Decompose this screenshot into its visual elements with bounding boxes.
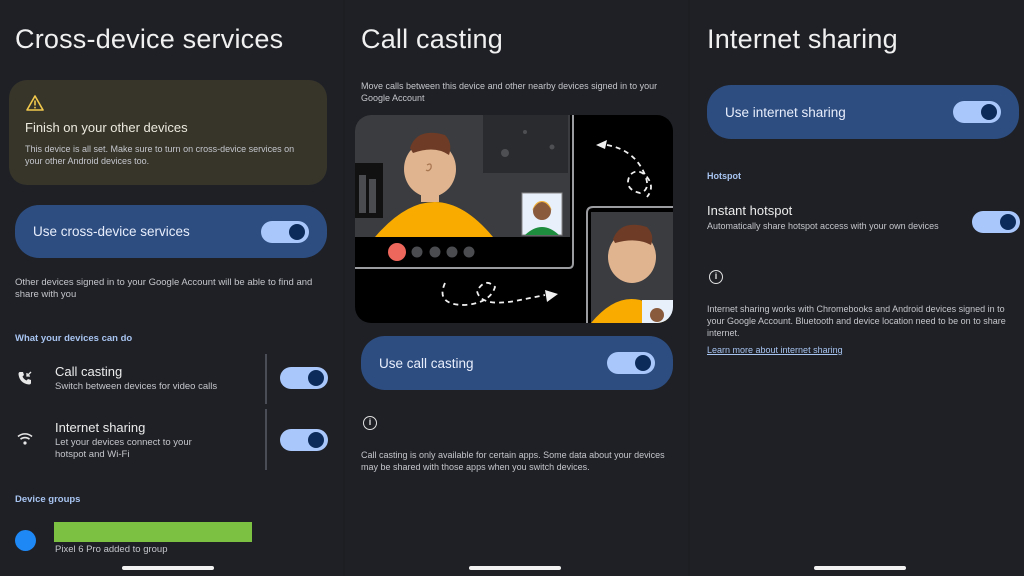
info-icon: i (709, 270, 723, 284)
switch-knob (308, 370, 324, 386)
page-title: Call casting (361, 24, 503, 54)
call-casting-screen: Call casting Move calls between this dev… (345, 0, 688, 576)
device-dot (15, 530, 36, 551)
call-casting-switch[interactable] (607, 352, 655, 374)
page-title: Internet sharing (707, 24, 898, 54)
hotspot-title: Instant hotspot (707, 203, 793, 218)
group-caption: Pixel 6 Pro added to group (55, 544, 168, 555)
warning-icon (26, 95, 44, 111)
info-icon: i (363, 416, 377, 430)
page-title: Cross-device services (15, 24, 284, 54)
warning-card: Finish on your other devices This device… (9, 80, 327, 185)
use-internet-sharing-toggle-card[interactable]: Use internet sharing (707, 85, 1019, 139)
call-casting-description: Move calls between this device and other… (361, 81, 658, 103)
toggle-label: Use cross-device services (33, 224, 190, 239)
switch-knob (981, 104, 997, 120)
feature-subtitle: Switch between devices for video calls (55, 381, 218, 392)
cross-device-services-screen: Cross-device services Finish on your oth… (0, 0, 343, 576)
feature-row-call-casting[interactable]: Call casting Switch between devices for … (0, 355, 343, 403)
cross-device-description: Other devices signed in to your Google A… (15, 277, 313, 300)
switch-knob (635, 355, 651, 371)
feature-title: Call casting (55, 364, 123, 379)
wifi-icon (17, 433, 33, 445)
internet-sharing-switch[interactable] (280, 429, 328, 451)
hotspot-subtitle: Automatically share hotspot access with … (707, 221, 939, 231)
section-label-hotspot: Hotspot (707, 171, 741, 181)
device-group-item[interactable]: Pixel 6 Pro added to group (0, 520, 343, 560)
feature-subtitle: Let your devices connect to your hotspot… (55, 437, 192, 460)
illustration-svg (355, 115, 673, 323)
feature-row-internet-sharing[interactable]: Internet sharing Let your devices connec… (0, 410, 343, 470)
use-call-casting-toggle-card[interactable]: Use call casting (361, 336, 673, 390)
group-name-highlight (54, 522, 252, 542)
switch-knob (289, 223, 305, 240)
call-casting-illustration (355, 115, 673, 323)
learn-more-link[interactable]: Learn more about internet sharing (707, 345, 843, 355)
instant-hotspot-switch[interactable] (972, 211, 1020, 233)
home-indicator[interactable] (814, 566, 906, 570)
home-indicator[interactable] (122, 566, 214, 570)
toggle-label: Use call casting (379, 355, 474, 371)
section-label-capabilities: What your devices can do (15, 333, 133, 344)
call-casting-icon (18, 371, 32, 385)
switch-knob (1000, 214, 1016, 230)
warning-title: Finish on your other devices (25, 120, 188, 135)
warning-body: This device is all set. Make sure to tur… (25, 144, 295, 166)
internet-sharing-switch[interactable] (953, 101, 1001, 123)
divider (265, 354, 267, 404)
cross-device-switch[interactable] (261, 220, 309, 243)
instant-hotspot-row[interactable]: Instant hotspot Automatically share hots… (690, 200, 1024, 248)
call-casting-info-text: Call casting is only available for certa… (361, 450, 665, 472)
switch-knob (308, 432, 324, 448)
feature-title: Internet sharing (55, 420, 146, 435)
section-label-device-groups: Device groups (15, 494, 81, 505)
internet-sharing-screen: Internet sharing Use internet sharing Ho… (690, 0, 1024, 576)
call-casting-switch[interactable] (280, 367, 328, 389)
divider (265, 409, 267, 470)
internet-sharing-info-text: Internet sharing works with Chromebooks … (707, 304, 1006, 338)
home-indicator[interactable] (469, 566, 561, 570)
toggle-label: Use internet sharing (725, 104, 846, 120)
use-cross-device-services-toggle-card[interactable]: Use cross-device services (15, 205, 327, 258)
